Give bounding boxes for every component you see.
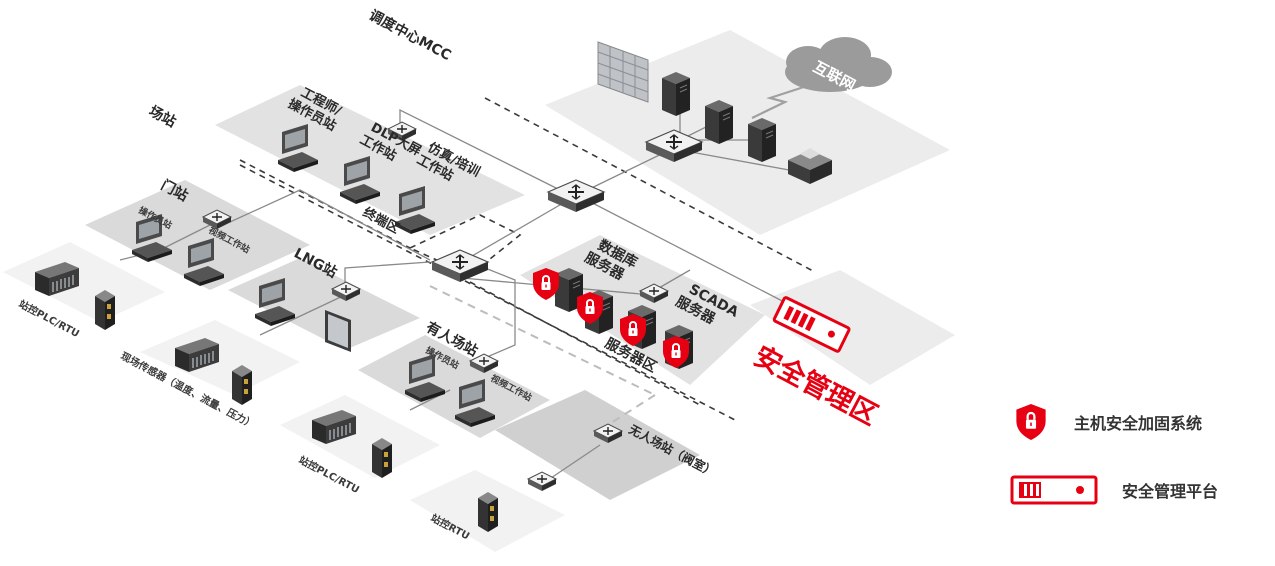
plc-rtu-1-zone — [3, 242, 165, 322]
legend-security-platform-label: 安全管理平台 — [1122, 482, 1219, 501]
video-wall-icon — [597, 41, 649, 103]
unmanned-station-zone — [495, 390, 700, 500]
rtu-module-3-icon — [372, 438, 392, 478]
station-label: 场站 — [146, 103, 179, 131]
internet-link-bolt — [751, 83, 811, 119]
printer-icon — [788, 148, 832, 184]
rtu-switch-icon — [527, 471, 557, 492]
legend-host-security-label: 主机安全加固系统 — [1074, 414, 1203, 433]
security-appliance-icon — [772, 296, 851, 353]
rtu-module-2-icon — [232, 365, 252, 405]
rtu-module-4-icon — [478, 492, 498, 532]
security-zone — [750, 270, 955, 385]
legend-host-security: 主机安全加固系统 — [1010, 400, 1275, 444]
gate-station-zone — [85, 180, 310, 290]
mcc-server-3-icon — [747, 117, 777, 163]
manned-station-zone — [358, 335, 550, 438]
plc-rtu-2-zone — [280, 395, 440, 478]
unmanned-link-dashed-2 — [599, 394, 656, 431]
lng-monitor-icon — [325, 310, 351, 352]
mcc-label: 调度中心MCC — [366, 7, 454, 64]
field-sensor-zone — [140, 320, 300, 395]
rtu-module-1-icon — [95, 290, 115, 330]
cloud-icon — [785, 37, 892, 92]
station-core-switch-icon — [431, 249, 489, 283]
shield-lock-icon — [1016, 404, 1046, 440]
security-appliance-icon — [1010, 475, 1098, 505]
mcc-server-2-icon — [704, 99, 734, 145]
mcc-server-1-icon — [661, 71, 691, 117]
legend-security-platform: 安全管理平台 — [1010, 468, 1275, 512]
